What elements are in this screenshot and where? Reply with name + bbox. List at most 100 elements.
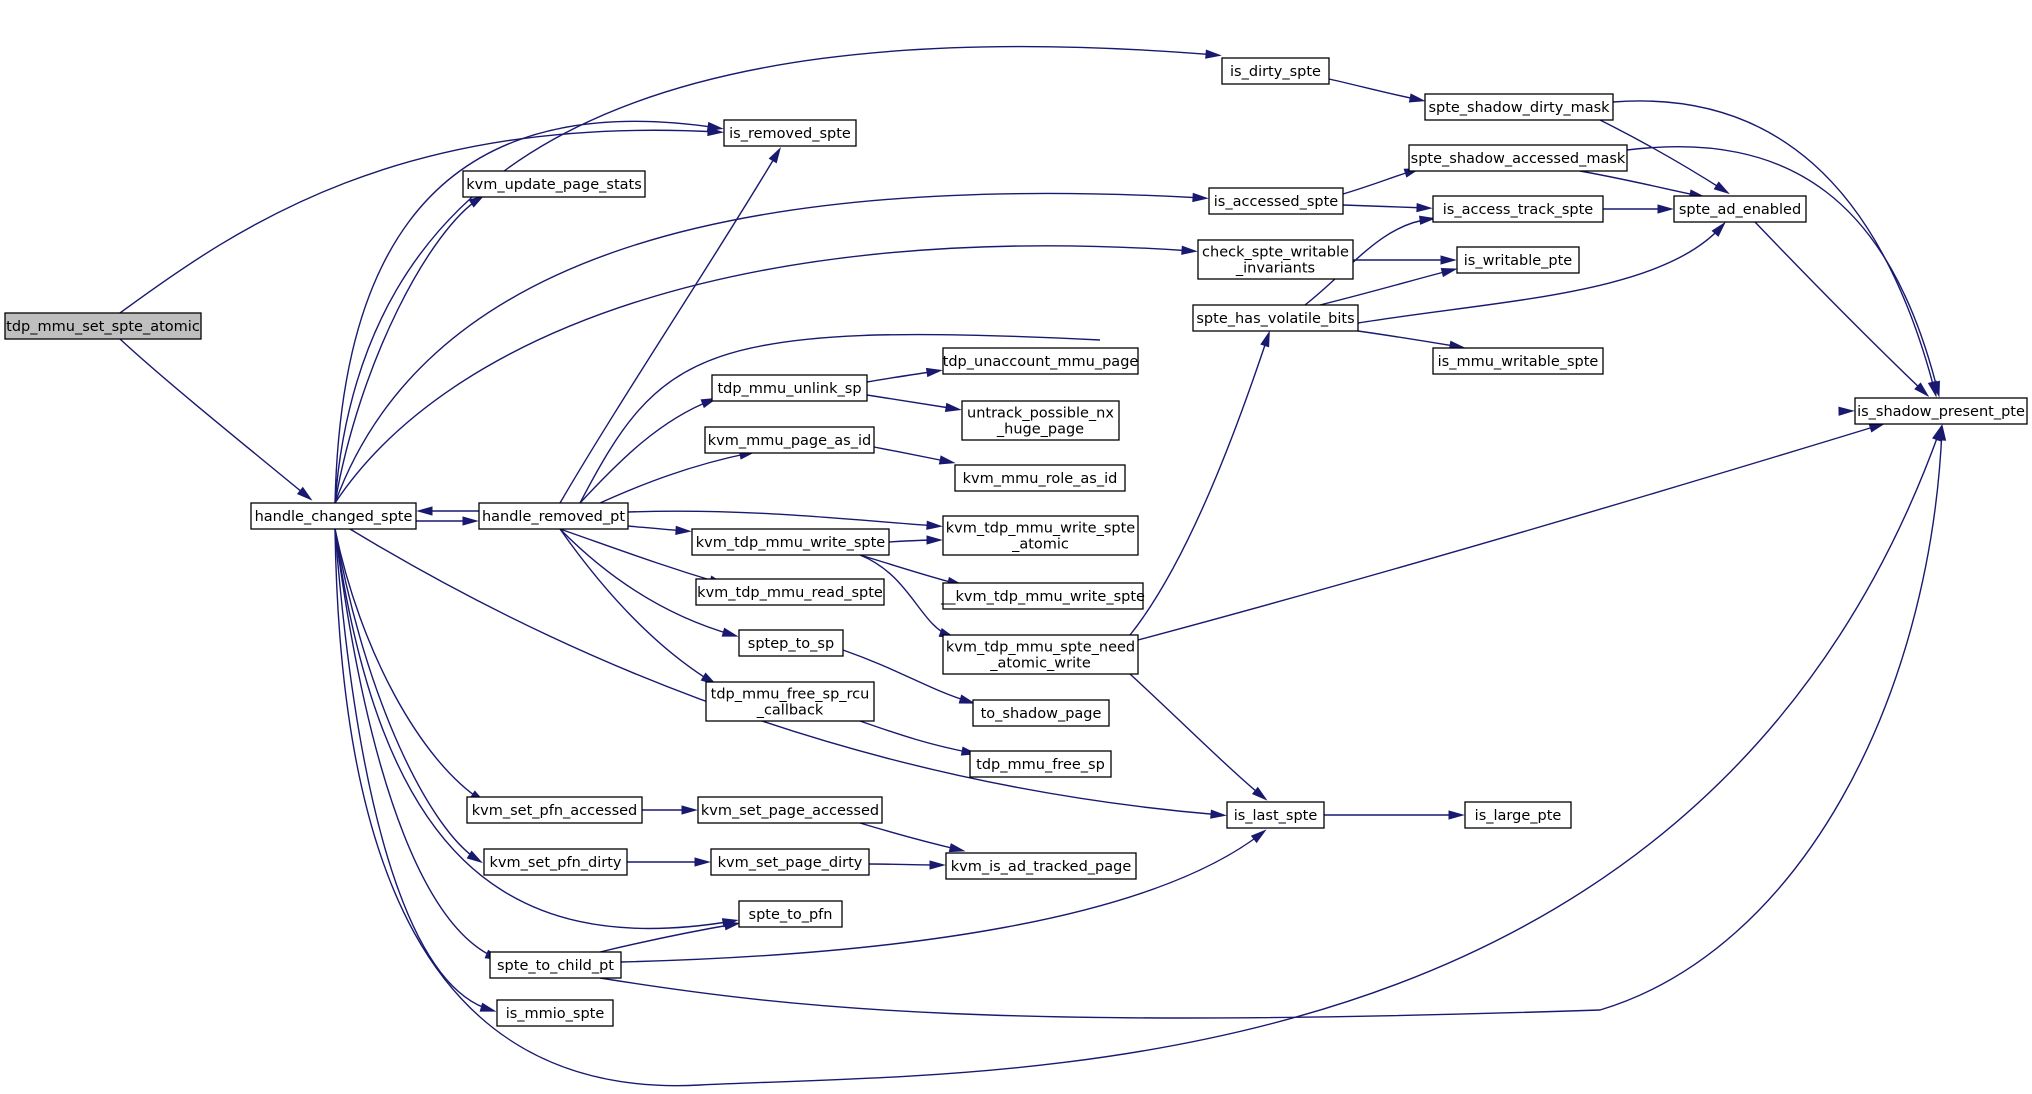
edge-line <box>1342 204 1428 209</box>
edge-line <box>559 528 721 584</box>
arrowhead-icon <box>1936 424 1947 441</box>
arrowhead-icon <box>1251 786 1268 801</box>
node-spte-shadow-accessed-mask[interactable]: spte_shadow_accessed_mask <box>1408 144 1628 172</box>
edge-line <box>334 528 497 959</box>
edge-kvm_set_pfn_dirty-to-kvm_set_page_dirty <box>627 857 711 867</box>
node-box <box>697 796 883 824</box>
node-tdp-unaccount-mmu-page[interactable]: tdp_unaccount_mmu_page <box>942 347 1139 375</box>
node-spte-has-volatile-bits[interactable]: spte_has_volatile_bits <box>1192 304 1359 332</box>
edge-check_spte_writable_invariants-to-is_writable_pte <box>1353 255 1457 265</box>
node-box <box>691 528 890 556</box>
node-kvm-update-page-stats[interactable]: kvm_update_page_stats <box>462 170 646 198</box>
node-spte-to-child-pt[interactable]: spte_to_child_pt <box>489 951 622 979</box>
node-box <box>1221 57 1330 85</box>
node-is-writable-pte[interactable]: is_writable_pte <box>1456 246 1580 274</box>
arrowhead-icon <box>479 1002 497 1012</box>
node-label: tdp_mmu_set_spte_atomic <box>6 319 200 335</box>
node-box <box>1208 187 1344 215</box>
edge-tdp_mmu_free_sp_rcu_callback-to-tdp_mmu_free_sp <box>859 720 978 756</box>
node-label: _callback <box>756 703 824 719</box>
node-tdp-mmu-set-spte-atomic[interactable]: tdp_mmu_set_spte_atomic <box>4 312 202 340</box>
node---kvm-tdp-mmu-write-spte[interactable]: __kvm_tdp_mmu_write_spte <box>940 582 1145 610</box>
node-box <box>1432 347 1604 375</box>
node-box <box>704 426 875 454</box>
node-is-mmu-writable-spte[interactable]: is_mmu_writable_spte <box>1432 347 1604 375</box>
arrowhead-icon <box>1914 382 1930 398</box>
node-is-last-spte[interactable]: is_last_spte <box>1226 801 1325 829</box>
edge-handle_changed_spte-to-kvm_update_page_stats <box>334 194 485 504</box>
node-is-large-pte[interactable]: is_large_pte <box>1464 801 1572 829</box>
arrowhead-icon <box>938 455 956 465</box>
node-tdp-mmu-free-sp-rcu-callback[interactable]: tdp_mmu_free_sp_rcu_callback <box>705 681 875 722</box>
node-kvm-tdp-mmu-read-spte[interactable]: kvm_tdp_mmu_read_spte <box>695 578 885 606</box>
node-box <box>1673 195 1807 223</box>
node-box <box>1464 801 1572 829</box>
node-is-removed-spte[interactable]: is_removed_spte <box>723 119 857 147</box>
node-untrack-possible-nx-huge-page[interactable]: untrack_possible_nx_huge_page <box>961 400 1120 441</box>
node-kvm-tdp-mmu-write-spte-atomic[interactable]: kvm_tdp_mmu_write_spte_atomic <box>942 515 1139 556</box>
node-label: _atomic <box>1011 537 1069 553</box>
node-handle-removed-pt[interactable]: handle_removed_pt <box>478 502 629 530</box>
edge-line <box>1612 100 1936 393</box>
node-tdp-mmu-free-sp[interactable]: tdp_mmu_free_sp <box>969 750 1112 778</box>
edge-line <box>866 370 938 383</box>
node-box <box>695 578 885 606</box>
node-spte-ad-enabled[interactable]: spte_ad_enabled <box>1673 195 1807 223</box>
node-label: __kvm_tdp_mmu_write_spte <box>940 589 1145 605</box>
node-box <box>723 119 857 147</box>
node-kvm-set-pfn-accessed[interactable]: kvm_set_pfn_accessed <box>466 796 643 824</box>
node-is-accessed-spte[interactable]: is_accessed_spte <box>1208 187 1344 215</box>
node-box <box>738 900 843 928</box>
node-box <box>1854 397 2028 425</box>
node-kvm-tdp-mmu-write-spte[interactable]: kvm_tdp_mmu_write_spte <box>691 528 890 556</box>
node-label: _invariants <box>1235 261 1315 277</box>
arrowhead-icon <box>723 921 741 931</box>
edge-spte_to_child_pt-to-spte_to_pfn <box>599 921 741 953</box>
edge-layer <box>119 45 1947 1087</box>
edge-line <box>119 129 719 314</box>
node-spte-to-pfn[interactable]: spte_to_pfn <box>738 900 843 928</box>
node-label: tdp_mmu_unlink_sp <box>717 381 861 397</box>
node-label: kvm_set_pfn_dirty <box>490 855 622 871</box>
edge-handle_changed_spte-to-is_mmio_spte <box>334 528 497 1012</box>
arrowhead-icon <box>721 627 739 637</box>
arrowhead-icon <box>926 520 943 530</box>
node-kvm-set-page-accessed[interactable]: kvm_set_page_accessed <box>697 796 883 824</box>
edge-line <box>868 863 941 866</box>
node-is-dirty-spte[interactable]: is_dirty_spte <box>1221 57 1330 85</box>
edge-spte_shadow_dirty_mask-to-spte_ad_enabled <box>1599 119 1730 195</box>
edge-handle_removed_pt-to-tdp_mmu_unlink_sp <box>579 397 718 504</box>
node-kvm-set-pfn-dirty[interactable]: kvm_set_pfn_dirty <box>483 848 628 876</box>
node-is-shadow-present-pte[interactable]: is_shadow_present_pte <box>1854 397 2028 425</box>
node-is-mmio-spte[interactable]: is_mmio_spte <box>496 999 614 1027</box>
node-spte-shadow-dirty-mask[interactable]: spte_shadow_dirty_mask <box>1424 93 1614 121</box>
node-to-shadow-page[interactable]: to_shadow_page <box>972 699 1110 727</box>
edge-line <box>334 528 734 930</box>
node-sptep-to-sp[interactable]: sptep_to_sp <box>738 629 844 657</box>
node-is-access-track-spte[interactable]: is_access_track_spte <box>1432 195 1604 223</box>
edge-tdp_mmu_unlink_sp-to-tdp_unaccount_mmu_page <box>866 367 943 383</box>
arrowhead-icon <box>1713 181 1730 195</box>
node-box <box>489 951 622 979</box>
node-kvm-set-page-dirty[interactable]: kvm_set_page_dirty <box>710 848 870 876</box>
node-kvm-is-ad-tracked-page[interactable]: kvm_is_ad_tracked_page <box>945 852 1137 880</box>
node-tdp-mmu-unlink-sp[interactable]: tdp_mmu_unlink_sp <box>711 374 868 402</box>
edge-is_accessed_spte-to-spte_shadow_accessed_mask <box>1342 168 1421 195</box>
node-label: tdp_mmu_free_sp <box>976 757 1105 773</box>
node-box <box>462 170 646 198</box>
node-kvm-tdp-mmu-spte-need-atomic-write[interactable]: kvm_tdp_mmu_spte_need_atomic_write <box>942 634 1139 675</box>
node-label: spte_to_pfn <box>749 907 833 923</box>
edge-handle_removed_pt-to-kvm_tdp_mmu_write_spte_atomic <box>627 510 943 530</box>
node-kvm-mmu-role-as-id[interactable]: kvm_mmu_role_as_id <box>954 464 1126 492</box>
node-label: tdp_unaccount_mmu_page <box>943 354 1139 370</box>
node-check-spte-writable-invariants[interactable]: check_spte_writable_invariants <box>1197 239 1354 280</box>
node-label: spte_shadow_dirty_mask <box>1428 100 1610 116</box>
node-box <box>483 848 628 876</box>
edge-handle_removed_pt-to-sptep_to_sp <box>559 528 739 637</box>
node-label: spte_shadow_accessed_mask <box>1411 151 1626 167</box>
edge-tdp_mmu_set_spte_atomic-to-is_removed_spte <box>119 126 724 314</box>
node-handle-changed-spte[interactable]: handle_changed_spte <box>250 502 417 530</box>
node-box <box>1197 239 1354 280</box>
node-kvm-mmu-page-as-id[interactable]: kvm_mmu_page_as_id <box>704 426 875 454</box>
node-label: is_mmu_writable_spte <box>1438 354 1599 370</box>
